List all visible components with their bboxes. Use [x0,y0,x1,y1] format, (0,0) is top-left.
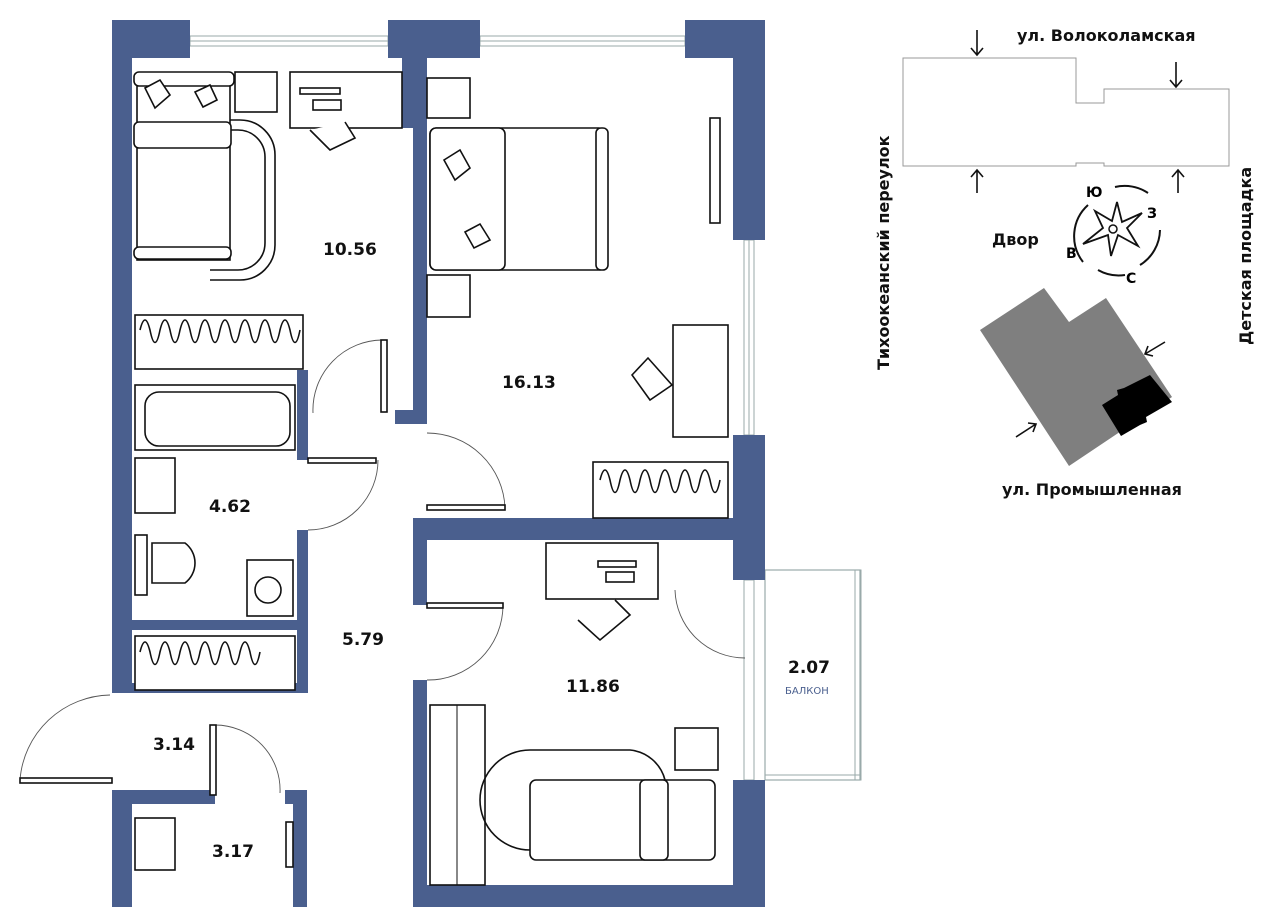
balcony [764,569,862,781]
area-bedroom-3: 11.86 [566,677,620,697]
doors [19,339,746,796]
compass-west: З [1147,206,1157,222]
apartment-marker [1102,375,1172,436]
site-plan: ул. Волоколамская ул. Промышленная Тихоо… [874,26,1255,499]
room-labels: 10.56 16.13 4.62 5.79 11.86 2.07 БАЛКОН … [153,240,830,862]
entrance-arrows [970,30,1185,438]
area-wc: 3.17 [212,842,254,862]
area-balcony: 2.07 [788,658,830,678]
furniture [133,71,729,886]
compass-north: С [1126,271,1136,287]
compass: Ю З В С [1066,184,1161,287]
balcony-label: БАЛКОН [785,686,829,697]
walls [112,20,765,907]
area-bedroom-2: 16.13 [502,373,556,393]
compass-south: Ю [1086,185,1102,201]
area-entrance: 3.14 [153,735,195,755]
street-top: ул. Волоколамская [1017,26,1196,45]
street-right: Детская площадка [1236,167,1255,345]
building-footprint [980,288,1172,466]
area-bedroom-1: 10.56 [323,240,377,260]
street-bottom: ул. Промышленная [1002,480,1182,499]
yard-label: Двор [992,230,1039,249]
windows [189,35,755,781]
area-hallway: 5.79 [342,630,384,650]
street-left: Тихоокеанский переулок [874,135,893,370]
compass-east: В [1066,246,1077,262]
area-bathroom: 4.62 [209,497,251,517]
